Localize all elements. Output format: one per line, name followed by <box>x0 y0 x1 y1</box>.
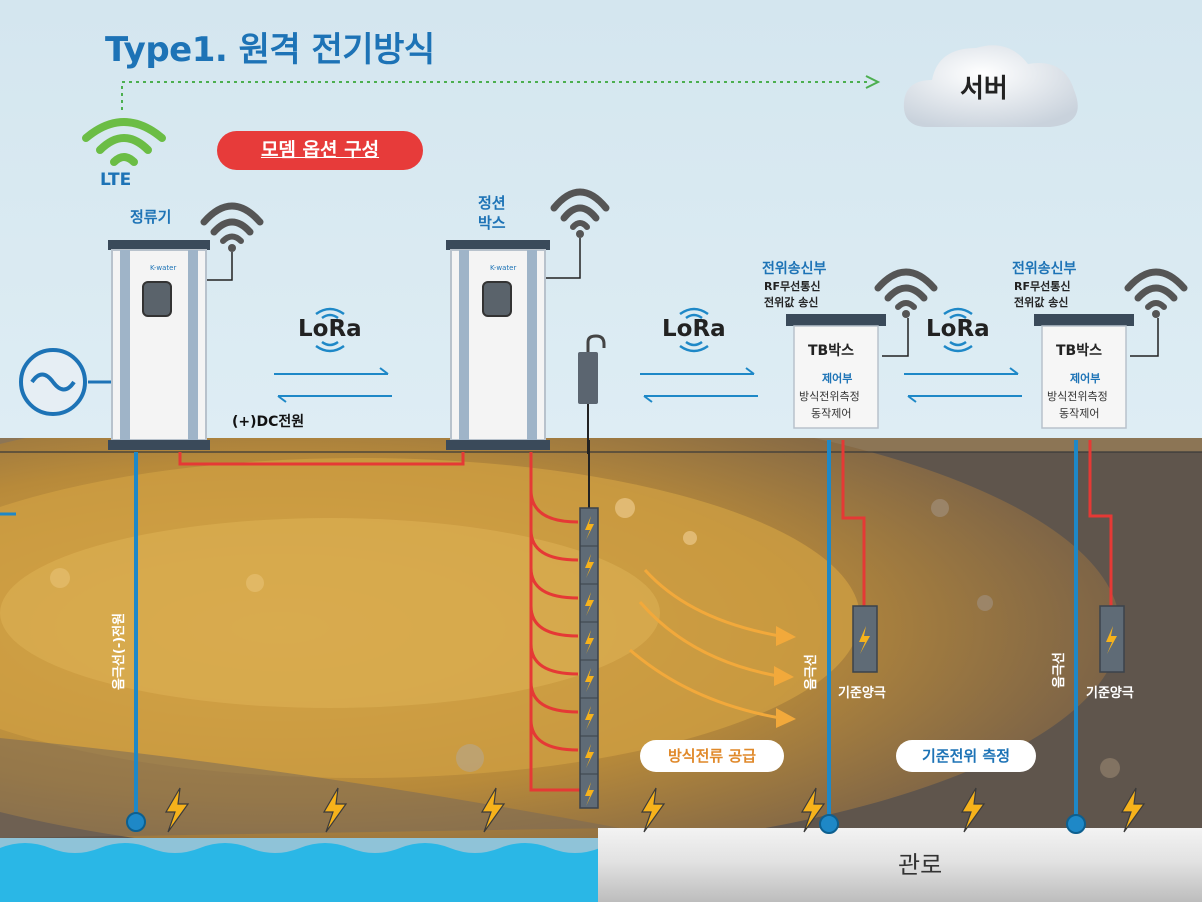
reference-anode-label-1: 기준양극 <box>838 686 886 701</box>
cathode-wire-label-1: 음극선 <box>804 654 819 690</box>
anode-segments <box>580 545 598 775</box>
lte-signal-icon <box>82 118 166 166</box>
tb-control-2: 제어부 <box>1070 372 1101 385</box>
lora-label-2: LoRa <box>662 316 726 342</box>
lora-signal-icon-1 <box>315 307 345 353</box>
lora-arrows-3 <box>904 367 1022 403</box>
brand-logo: K-water <box>490 264 516 272</box>
tb-box-title-1: TB박스 <box>808 343 854 359</box>
pipeline <box>598 828 1202 902</box>
wifi-icon <box>874 268 938 318</box>
tb-operate-2: 동작제어 <box>1059 407 1100 420</box>
wifi-icon <box>200 202 264 252</box>
lora-label-1: LoRa <box>298 316 362 342</box>
arrow-icon <box>629 568 781 720</box>
tb-box-title-2: TB박스 <box>1056 343 1102 359</box>
wiring-layer <box>0 440 1146 834</box>
lightning-icon <box>585 516 594 806</box>
reference-anode-label-2: 기준양극 <box>1086 686 1134 701</box>
ac-connector <box>88 380 112 384</box>
wifi-icon <box>550 188 610 238</box>
transmitter-sub1-2: RF무선통신 <box>1014 280 1071 293</box>
transmitter-sub2-1: 전위값 송신 <box>764 296 819 309</box>
rectifier-cabinet: K-water <box>108 202 264 450</box>
lora-signal-icon-2 <box>679 307 709 353</box>
dc-power-label: (+)DC전원 <box>232 414 305 430</box>
water-waves <box>0 838 600 853</box>
cable-connector <box>578 334 606 454</box>
ground-layers <box>0 438 1202 838</box>
transmitter-label-2: 전위송신부 <box>1012 261 1077 277</box>
transmitter-sub1-1: RF무선통신 <box>764 280 821 293</box>
tb-box-1 <box>786 268 938 429</box>
ac-source-icon <box>19 348 87 416</box>
tb-control-1: 제어부 <box>822 372 853 385</box>
lora-label-3: LoRa <box>926 316 990 342</box>
modem-option-badge: 모뎀 옵션 구성 <box>217 131 423 170</box>
lte-link-arrow <box>121 75 881 110</box>
tb-box-2 <box>1034 268 1188 429</box>
pipeline-label: 관로 <box>898 851 943 879</box>
junction-box-cabinet: K-water <box>446 188 610 450</box>
tb-operate-1: 동작제어 <box>811 407 852 420</box>
junction-box-label-2: 박스 <box>478 214 506 232</box>
brand-logo: K-water <box>150 264 176 272</box>
page-title: Type1. 원격 전기방식 <box>105 30 435 70</box>
reference-potential-badge: 기준전위 측정 <box>896 740 1036 772</box>
wifi-icon <box>1124 268 1188 318</box>
lora-signal-icon-3 <box>943 307 973 353</box>
cloud-icon <box>903 45 1078 127</box>
rectifier-label: 정류기 <box>130 208 172 226</box>
lora-arrows-1 <box>274 367 392 403</box>
transmitter-sub2-2: 전위값 송신 <box>1014 296 1069 309</box>
negative-wire-label: 음극선(-)전원 <box>112 612 127 690</box>
lora-arrows-2 <box>640 367 758 403</box>
transmitter-label-1: 전위송신부 <box>762 261 827 277</box>
cathode-wire-label-2: 음극선 <box>1052 652 1067 688</box>
cp-current-supply-badge: 방식전류 공급 <box>640 740 784 772</box>
lightning-icon <box>164 787 1146 833</box>
lte-label: LTE <box>100 170 132 190</box>
tb-measure-1: 방식전위측정 <box>799 390 860 403</box>
water-layer <box>0 838 600 902</box>
junction-box-label-1: 정션 <box>478 194 506 212</box>
tb-measure-2: 방식전위측정 <box>1047 390 1108 403</box>
server-label: 서버 <box>960 74 1008 104</box>
